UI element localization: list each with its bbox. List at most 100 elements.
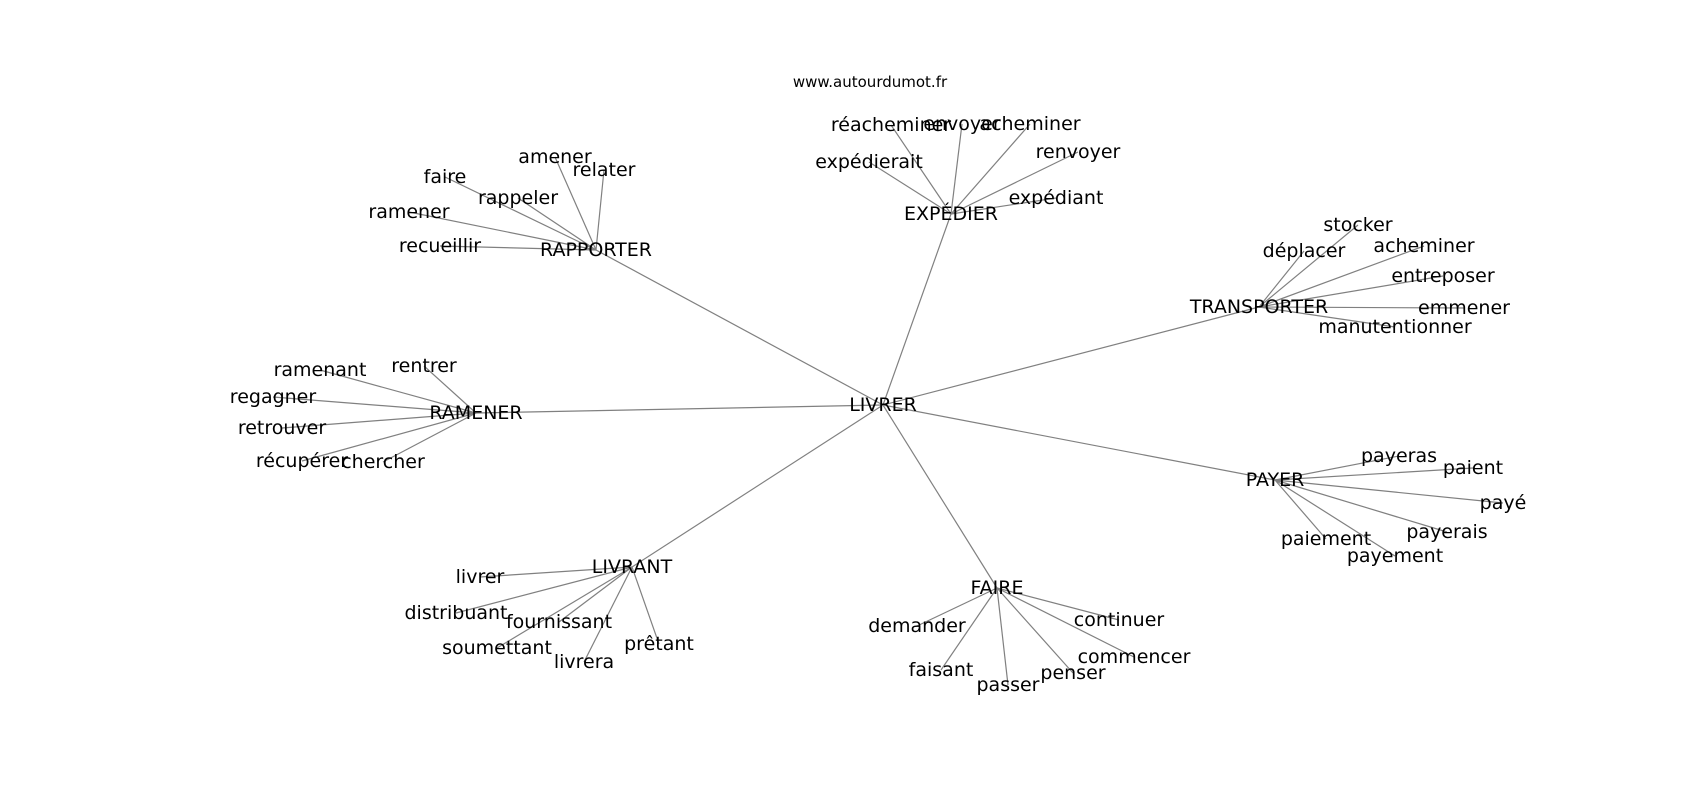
word-node-penser: penser xyxy=(1040,662,1105,684)
word-node-payeras: payeras xyxy=(1361,445,1437,467)
edge-faire-penser xyxy=(996,587,1074,674)
graph-labels: amener faire relater rappeler ramener recueil… xyxy=(230,113,1527,696)
edge-transporter-entreposer xyxy=(1258,275,1444,308)
edge-livrer-transporter xyxy=(882,306,1260,406)
word-node-recueillir: recueillir xyxy=(399,235,481,257)
word-node-demander: demander xyxy=(868,615,966,637)
edge-livrant-fournissant xyxy=(558,566,633,623)
edge-rapporter-ramener xyxy=(408,211,597,251)
word-node-acheminer: acheminer xyxy=(979,113,1080,135)
word-node-chercher: chercher xyxy=(341,451,425,473)
word-node-stocker: stocker xyxy=(1323,214,1392,236)
word-node-livrer: livrer xyxy=(456,566,505,588)
edge-payer-paiement xyxy=(1274,479,1327,540)
edge-transporter-emmener xyxy=(1258,306,1465,309)
edge-ramener-ramenant xyxy=(319,369,477,414)
edge-payer-payeras xyxy=(1274,455,1400,481)
edge-ramener-retrouver xyxy=(281,412,477,429)
word-node-continuer: continuer xyxy=(1074,609,1165,631)
hub-node-payer: PAYER xyxy=(1246,469,1305,491)
edge-livrant-livrera xyxy=(583,566,633,663)
hub-node-livrant: LIVRANT xyxy=(592,556,673,578)
edge-expedier-renvoyer xyxy=(950,151,1079,215)
word-node-ramenant: ramenant xyxy=(274,359,367,381)
watermark: www.autourdumot.fr xyxy=(793,73,948,91)
word-node-payerais: payerais xyxy=(1406,521,1487,543)
edge-faire-passer xyxy=(996,587,1009,686)
edge-expedier-reacheminer xyxy=(890,124,952,215)
edge-rapporter-relater xyxy=(595,169,605,251)
word-node-paiement: paiement xyxy=(1281,528,1371,550)
edge-ramener-recuperer xyxy=(301,412,477,462)
word-node-soumettant: soumettant xyxy=(442,637,552,659)
hub-node-rapporter: RAPPORTER xyxy=(540,239,652,261)
word-node-payement: payement xyxy=(1347,545,1443,567)
word-node-emmener: emmener xyxy=(1418,297,1510,319)
word-node-faire: faire xyxy=(424,166,467,188)
edge-livrer-rapporter xyxy=(595,249,884,406)
word-node-paye: payé xyxy=(1480,492,1527,514)
edge-payer-paient xyxy=(1274,467,1474,481)
edge-livrant-livrer xyxy=(479,566,633,578)
word-node-reacheminer: réacheminer xyxy=(831,114,951,136)
word-node-ramener: ramener xyxy=(368,201,449,223)
edge-livrant-distribuant xyxy=(455,566,633,614)
hub-node-transporter: TRANSPORTER xyxy=(1189,296,1328,318)
center-node-livrer: LIVRER xyxy=(849,394,917,416)
graph-edges xyxy=(272,123,1504,686)
hub-node-expedier: EXPÉDIER xyxy=(904,202,998,225)
word-node-expediant: expédiant xyxy=(1009,187,1104,209)
word-node-distribuant: distribuant xyxy=(404,602,507,624)
word-node-livrera: livrera xyxy=(554,651,614,673)
word-node-rappeler: rappeler xyxy=(478,187,558,209)
word-node-relater: relater xyxy=(573,159,636,181)
edge-rapporter-recueillir xyxy=(439,245,597,251)
word-node-acheminer: acheminer xyxy=(1373,235,1474,257)
word-node-passer: passer xyxy=(976,674,1039,696)
edge-transporter-manutentionner xyxy=(1258,306,1396,328)
edge-rapporter-faire xyxy=(444,176,597,251)
word-node-commencer: commencer xyxy=(1078,646,1191,668)
word-node-pretant: prêtant xyxy=(624,633,694,655)
edge-payer-payerais xyxy=(1274,479,1448,533)
edge-transporter-stocker xyxy=(1258,224,1359,308)
word-node-amener: amener xyxy=(518,146,592,168)
edge-livrer-expedier xyxy=(882,213,952,406)
edge-faire-demander xyxy=(916,587,998,627)
edge-transporter-acheminer xyxy=(1258,245,1425,308)
edge-transporter-deplacer xyxy=(1258,250,1305,308)
edge-livrer-payer xyxy=(882,404,1276,481)
word-node-renvoyer: renvoyer xyxy=(1036,141,1121,163)
edge-expedier-acheminer xyxy=(950,123,1031,215)
hub-node-ramener: RAMENER xyxy=(429,402,522,424)
edge-faire-commencer xyxy=(996,587,1135,658)
word-node-retrouver: retrouver xyxy=(238,417,327,439)
word-node-envoyer: envoyer xyxy=(923,113,1001,135)
hub-node-faire: FAIRE xyxy=(971,577,1024,599)
edge-ramener-rentrer xyxy=(423,365,477,414)
edge-payer-payement xyxy=(1274,479,1396,557)
word-node-faisant: faisant xyxy=(909,659,974,681)
edge-expedier-envoyer xyxy=(950,123,963,215)
word-node-regagner: regagner xyxy=(230,386,317,408)
edge-faire-continuer xyxy=(996,587,1120,621)
word-node-rentrer: rentrer xyxy=(391,355,457,377)
word-node-fournissant: fournissant xyxy=(506,611,612,633)
edge-payer-paye xyxy=(1274,479,1504,504)
edge-rapporter-rappeler xyxy=(517,197,597,251)
edge-ramener-chercher xyxy=(382,412,477,463)
word-node-entreposer: entreposer xyxy=(1391,265,1495,287)
edge-livrer-ramener xyxy=(475,404,884,414)
edge-livrer-faire xyxy=(882,404,998,589)
edge-livrant-soumettant xyxy=(496,566,633,649)
edge-expedier-expedierait xyxy=(868,161,952,215)
edge-expedier-expediant xyxy=(950,197,1057,215)
word-node-paient: paient xyxy=(1443,457,1503,479)
word-node-expedierait: expédierait xyxy=(815,151,923,173)
edge-faire-faisant xyxy=(940,587,998,671)
edge-livrer-livrant xyxy=(631,404,884,568)
edge-livrant-pretant xyxy=(631,566,660,645)
word-node-manutentionner: manutentionner xyxy=(1318,316,1472,338)
edge-rapporter-amener xyxy=(554,156,597,251)
